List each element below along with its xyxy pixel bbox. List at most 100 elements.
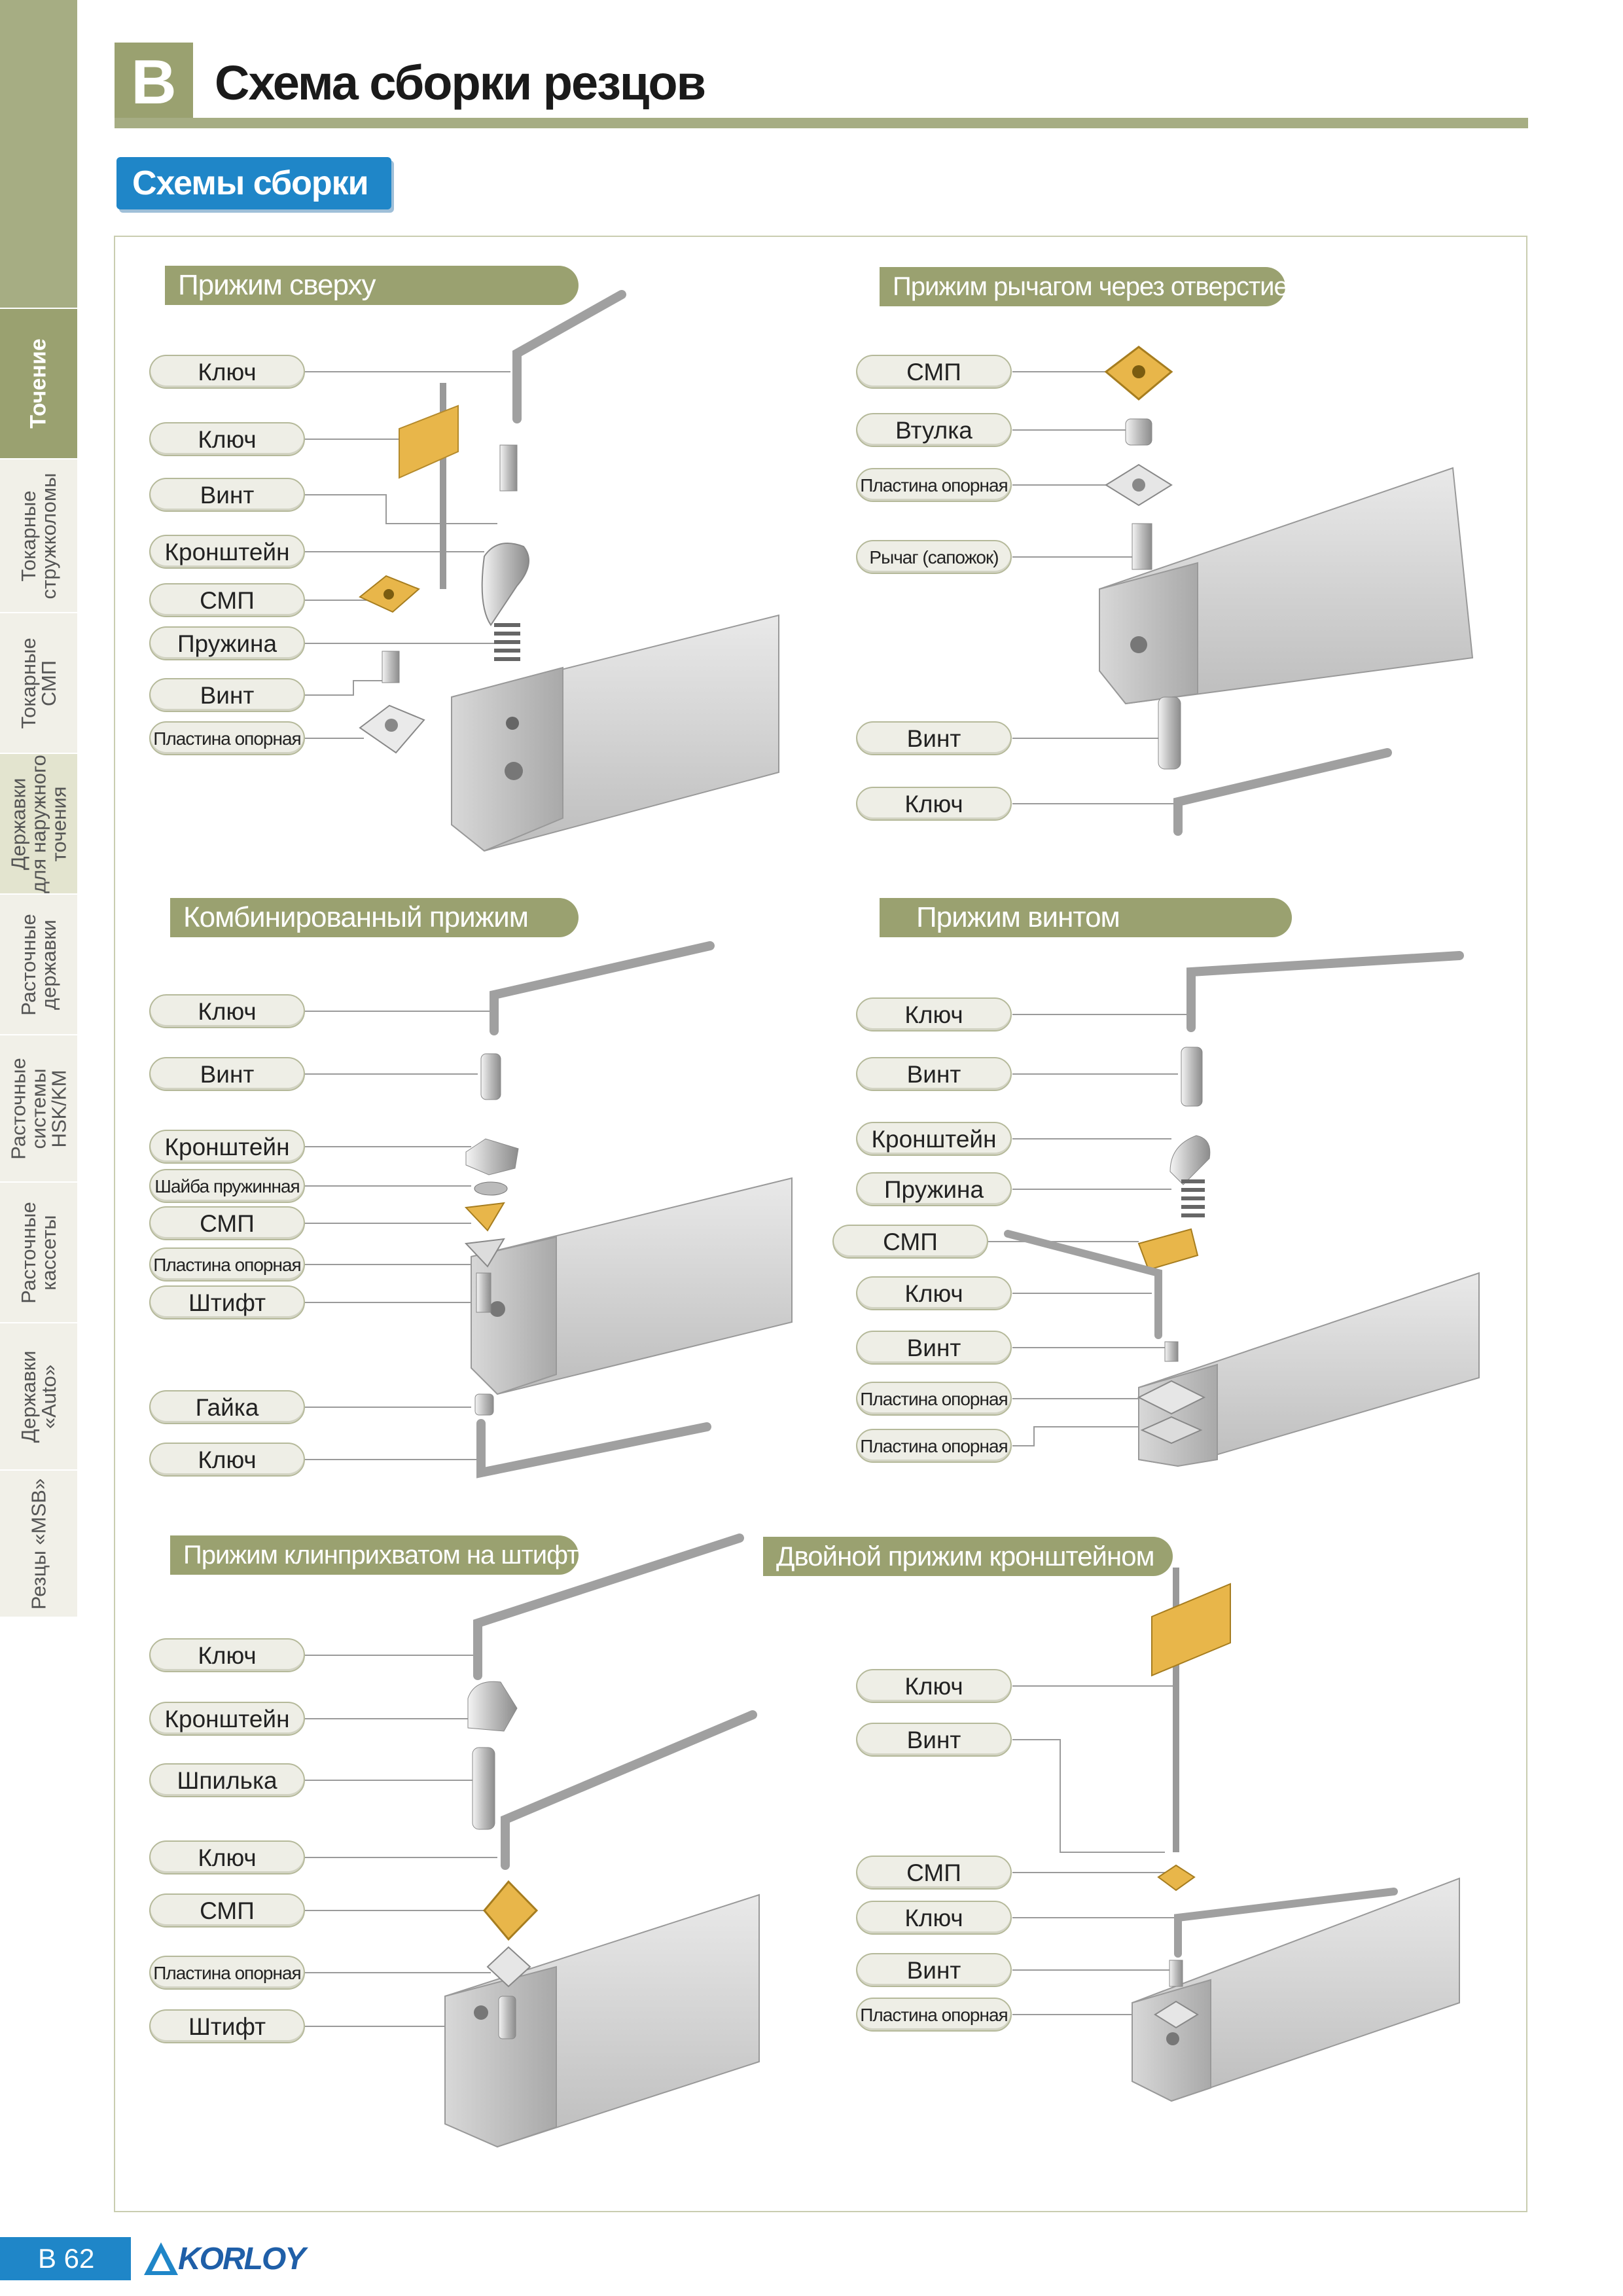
section-title-top-clamp: Прижим сверху: [165, 266, 579, 305]
screw-icon: [382, 651, 400, 683]
label-key: Ключ: [149, 1443, 305, 1477]
section-letter-badge: B: [115, 43, 193, 122]
label-bracket: Кронштейн: [149, 535, 305, 569]
label-shim: Пластина опорная: [856, 1429, 1012, 1463]
sleeve-icon: [1125, 418, 1152, 446]
insert-icon: [464, 1202, 505, 1232]
sidebar-tab-auto-holders[interactable]: Державки «Auto»: [0, 1322, 77, 1469]
tool-holder-combined-clamp: [471, 1177, 793, 1395]
page-number: B 62: [0, 2237, 131, 2280]
label-key: Ключ: [856, 1901, 1012, 1935]
page-title: Схема сборки резцов: [215, 56, 706, 110]
spring-washer-icon: [474, 1181, 508, 1196]
screw-icon: [499, 444, 518, 492]
leader-lines-screw-clamp: [988, 1014, 1191, 1446]
label-bracket: Кронштейн: [149, 1130, 305, 1164]
key-icon: [1174, 1888, 1398, 1958]
leader-lines-double-clamp: [1012, 1685, 1178, 2015]
label-shim: Пластина опорная: [856, 1382, 1012, 1416]
insert-icon: [1137, 1228, 1199, 1271]
shim-icon: [1140, 1416, 1203, 1444]
label-insert: СМП: [832, 1225, 988, 1259]
label-insert: СМП: [856, 1856, 1012, 1890]
label-screw: Винт: [149, 1057, 305, 1091]
leader-lines-combined-clamp: [305, 1011, 491, 1460]
label-key: Ключ: [149, 355, 305, 389]
label-key: Ключ: [856, 997, 1012, 1031]
screw-icon: [1164, 1341, 1179, 1362]
label-pin: Штифт: [149, 2009, 305, 2043]
label-screw: Винт: [856, 1953, 1012, 1987]
key-icon: [1173, 748, 1392, 836]
tool-holder-screw-clamp: [1138, 1272, 1480, 1467]
key-icon: [476, 1419, 711, 1479]
shim-icon: [464, 1238, 505, 1268]
clamp-bracket-icon: [467, 1681, 518, 1732]
sidebar-header-block: [0, 0, 77, 308]
label-screw: Винт: [149, 478, 305, 512]
label-stud: Шпилька: [149, 1763, 305, 1797]
sidebar-tab-boring-cartridges[interactable]: Расточные кассеты: [0, 1181, 77, 1322]
korloy-logo-icon: [144, 2242, 178, 2275]
sidebar-tab-inserts[interactable]: Токарные СМП: [0, 612, 77, 753]
sidebar-tab-boring-bars[interactable]: Расточные державки: [0, 893, 77, 1034]
label-lever: Рычаг (сапожок): [856, 540, 1012, 574]
label-key: Ключ: [149, 1638, 305, 1672]
label-shim: Пластина опорная: [856, 468, 1012, 502]
section-title-combined-clamp: Комбинированный прижим: [170, 898, 579, 937]
spring-icon: [1181, 1179, 1205, 1217]
stud-icon: [472, 1747, 495, 1830]
sidebar: Точение Токарные стружколомы Токарные СМ…: [0, 0, 77, 1617]
shim-icon: [486, 1946, 531, 1988]
sidebar-tab-chipbreakers[interactable]: Токарные стружколомы: [0, 458, 77, 612]
korloy-logo-text: KORLOY: [178, 2242, 306, 2276]
label-sleeve: Втулка: [856, 413, 1012, 447]
sidebar-tab-turning[interactable]: Точение: [0, 308, 77, 458]
sidebar-tab-msb[interactable]: Резцы «MSB»: [0, 1469, 77, 1617]
screw-icon: [1169, 1960, 1183, 1987]
label-key: Ключ: [856, 787, 1012, 821]
tool-holder-top-clamp: [451, 614, 779, 852]
sidebar-tab-external-holders[interactable]: Державки для наружного точения: [0, 753, 77, 893]
pin-icon: [476, 1272, 491, 1313]
clamp-bracket-icon: [1169, 1135, 1211, 1185]
label-spring: Пружина: [856, 1172, 1012, 1206]
key-icon: [473, 1534, 744, 1680]
label-screw: Винт: [856, 1331, 1012, 1365]
key-icon: [490, 941, 715, 1035]
label-insert: СМП: [149, 1893, 305, 1928]
label-insert: СМП: [856, 355, 1012, 389]
tool-holder-double-clamp: [1132, 1877, 1460, 2102]
label-screw: Винт: [856, 1057, 1012, 1091]
spring-icon: [494, 623, 520, 661]
label-insert: СМП: [149, 583, 305, 617]
tool-holder-wedge-clamp: [444, 1893, 760, 2148]
label-screw: Винт: [856, 1723, 1012, 1757]
label-pin: Штифт: [149, 1285, 305, 1319]
label-shim: Пластина опорная: [149, 1247, 305, 1282]
label-screw: Винт: [856, 721, 1012, 755]
label-key: Ключ: [149, 1840, 305, 1874]
label-key: Ключ: [149, 994, 305, 1028]
section-title-screw-clamp: Прижим винтом: [880, 898, 1292, 937]
label-shim: Пластина опорная: [856, 1998, 1012, 2032]
header-rule: [115, 118, 1528, 128]
label-screw: Винт: [149, 678, 305, 712]
key-icon: [1186, 951, 1464, 1032]
sidebar-tab-boring-systems[interactable]: Расточные системы HSK/KM: [0, 1034, 77, 1181]
screw-icon: [480, 1053, 501, 1100]
key-icon: [501, 1710, 757, 1870]
clamp-bracket-icon: [481, 543, 529, 626]
key-top-clamp: [512, 290, 626, 423]
key-handle-icon: [399, 404, 459, 479]
label-insert: СМП: [149, 1206, 305, 1240]
leader-lines-lever-clamp: [1012, 371, 1178, 804]
label-shim: Пластина опорная: [149, 1956, 305, 1990]
label-spring-washer: Шайба пружинная: [149, 1169, 305, 1203]
lever-icon: [1132, 523, 1152, 570]
label-shim: Пластина опорная: [149, 721, 305, 755]
label-key: Ключ: [856, 1669, 1012, 1703]
subtitle-banner: Схемы сборки: [116, 157, 391, 209]
content-frame: [114, 236, 1527, 2212]
